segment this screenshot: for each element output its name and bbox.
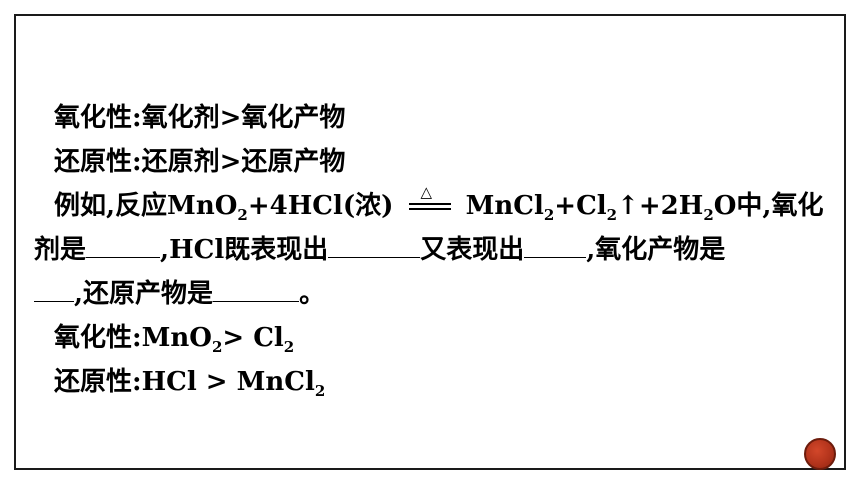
reducing-answer-line: 还原性:HCl > MnCl2 (34, 360, 824, 404)
subscript: 2 (703, 206, 714, 224)
period: 。 (299, 279, 326, 309)
subscript: 2 (543, 206, 555, 224)
question-line-2: ,还原产物是 。 (34, 272, 824, 316)
subscript: 2 (237, 206, 248, 224)
heating-condition-equals: △ (405, 184, 455, 216)
reducing-answer-text: 还原性:HCl > MnCl (54, 367, 315, 397)
example-reaction-line: 例如,反应MnO2+4HCl(浓) △ MnCl2+Cl2↑+2H2O中,氧化 (34, 184, 824, 228)
answer-blank-oxidizing-agent[interactable] (86, 256, 161, 258)
question-text-agent: 剂是 (34, 235, 87, 265)
example-text-start: 例如,反应MnO (54, 191, 238, 221)
answer-blank-hcl-property-2[interactable] (524, 256, 587, 258)
question-text-red-product: ,还原产物是 (74, 279, 214, 309)
oxidizing-rule-text: 氧化性:氧化剂>氧化产物 (54, 103, 346, 133)
slide-border (14, 14, 846, 470)
equals-bar-bottom (408, 208, 451, 210)
subscript: 2 (211, 338, 223, 356)
question-line-1: 剂是 ,HCl既表现出 又表现出 ,氧化产物是 (34, 228, 824, 272)
reducing-rule-line: 还原性:还原剂>还原产物 (34, 140, 824, 184)
oxidizing-rule-line: 氧化性:氧化剂>氧化产物 (34, 96, 824, 140)
reducing-rule-text: 还原性:还原剂>还原产物 (54, 147, 346, 177)
oxidizing-answer-text: 氧化性:MnO (54, 323, 212, 353)
corner-decoration-circle (804, 438, 836, 470)
slide-content: 氧化性:氧化剂>氧化产物 还原性:还原剂>还原产物 例如,反应MnO2+4HCl… (34, 96, 824, 404)
heat-triangle-icon: △ (420, 183, 433, 201)
oxidizing-answer-cl: > Cl (222, 323, 284, 353)
answer-blank-hcl-property-1[interactable] (328, 256, 421, 258)
question-text-ox-product: ,氧化产物是 (586, 235, 726, 265)
oxidizing-answer-line: 氧化性:MnO2> Cl2 (34, 316, 824, 360)
equals-bar-top (408, 203, 451, 205)
answer-blank-oxidation-product[interactable] (34, 300, 74, 302)
example-text-end: O中,氧化 (713, 191, 824, 221)
product-cl: +Cl (554, 191, 607, 221)
example-text-hcl: +4HCl(浓) (247, 191, 394, 221)
subscript: 2 (314, 382, 326, 400)
subscript: 2 (606, 206, 618, 224)
answer-blank-reduction-product[interactable] (213, 300, 300, 302)
question-text-also: 又表现出 (420, 235, 525, 265)
product-h: ↑+2H (617, 191, 704, 221)
question-text-hcl: ,HCl既表现出 (160, 235, 329, 265)
product-mncl: MnCl (465, 191, 544, 221)
subscript: 2 (283, 338, 295, 356)
